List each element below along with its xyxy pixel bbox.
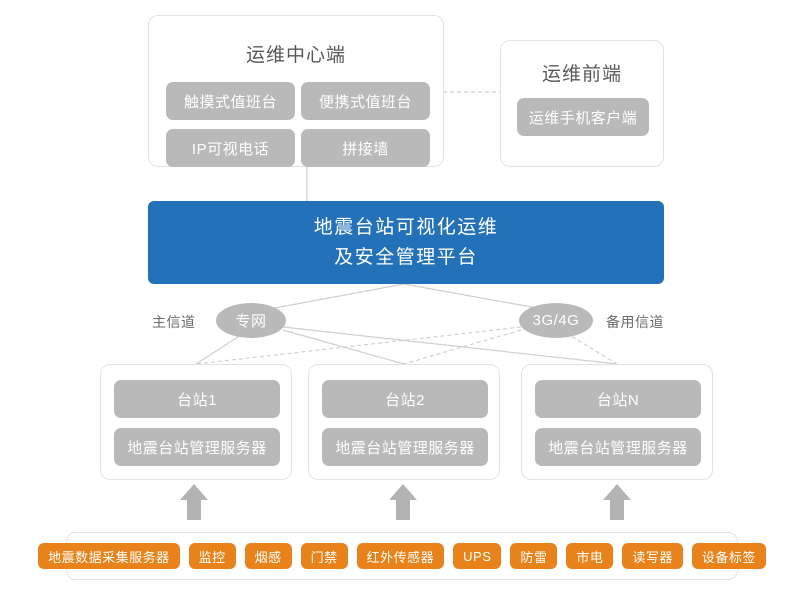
device-tag-smoke-detector[interactable]: 烟感 (244, 543, 292, 569)
platform-title-line1: 地震台站可视化运维 (313, 216, 499, 238)
station-3-server[interactable]: 地震台站管理服务器 (535, 428, 701, 466)
ops-front-item-mobile-client[interactable]: 运维手机客户端 (517, 98, 649, 136)
ops-center-panel: 运维中心端 触摸式值班台 便携式值班台 IP可视电话 拼接墙 (148, 15, 444, 167)
device-tag-infrared-sensor[interactable]: 红外传感器 (356, 543, 445, 569)
station-panel-1: 台站1 地震台站管理服务器 (100, 364, 292, 480)
device-tag-surveillance[interactable]: 监控 (188, 543, 236, 569)
mobile-network-node[interactable]: 3G/4G (519, 303, 593, 338)
private-network-node[interactable]: 专网 (216, 303, 286, 338)
station-panel-2: 台站2 地震台站管理服务器 (308, 364, 500, 480)
ops-front-panel: 运维前端 运维手机客户端 (500, 40, 664, 167)
backup-channel-label: 备用信道 (606, 314, 664, 330)
ops-center-item-video-wall[interactable]: 拼接墙 (301, 129, 430, 167)
ops-center-item-portable-console[interactable]: 便携式值班台 (301, 82, 430, 120)
device-tag-bar: 地震数据采集服务器 监控 烟感 门禁 红外传感器 UPS 防雷 市电 读写器 设… (38, 532, 766, 580)
station-2-name[interactable]: 台站2 (322, 380, 488, 418)
ops-front-title: 运维前端 (541, 64, 622, 85)
platform-title-line2: 及安全管理平台 (334, 246, 478, 268)
ops-center-item-ip-video-phone[interactable]: IP可视电话 (166, 129, 295, 167)
wire-mobile-to-station3 (565, 332, 618, 365)
device-tag-access-control[interactable]: 门禁 (300, 543, 348, 569)
wire-platform-to-private (263, 283, 405, 311)
station-1-server[interactable]: 地震台站管理服务器 (114, 428, 280, 466)
wire-platform-to-mobile (403, 283, 549, 311)
station-2-server[interactable]: 地震台站管理服务器 (322, 428, 488, 466)
arrow-up-station2 (389, 484, 417, 520)
ops-center-title: 运维中心端 (245, 45, 346, 66)
primary-channel-label: 主信道 (152, 314, 196, 330)
station-panel-3: 台站N 地震台站管理服务器 (521, 364, 713, 480)
station-3-name[interactable]: 台站N (535, 380, 701, 418)
device-tag-ups[interactable]: UPS (453, 543, 502, 569)
device-tag-lightning-protection[interactable]: 防雷 (510, 543, 558, 569)
device-tag-equipment-label[interactable]: 设备标签 (691, 543, 766, 569)
ops-center-item-touch-console[interactable]: 触摸式值班台 (166, 82, 295, 120)
wire-mobile-to-station2 (403, 329, 522, 365)
device-tag-data-acquisition-server[interactable]: 地震数据采集服务器 (38, 543, 180, 569)
station-1-name[interactable]: 台站1 (114, 380, 280, 418)
arrow-up-station1 (180, 484, 208, 520)
platform-box[interactable]: 地震台站可视化运维 及安全管理平台 (148, 201, 664, 284)
device-tag-reader[interactable]: 读写器 (622, 543, 683, 569)
device-tag-mains-power[interactable]: 市电 (566, 543, 614, 569)
wire-private-to-station1 (195, 332, 245, 365)
wire-private-to-station2 (282, 329, 405, 365)
arrow-up-station3 (603, 484, 631, 520)
